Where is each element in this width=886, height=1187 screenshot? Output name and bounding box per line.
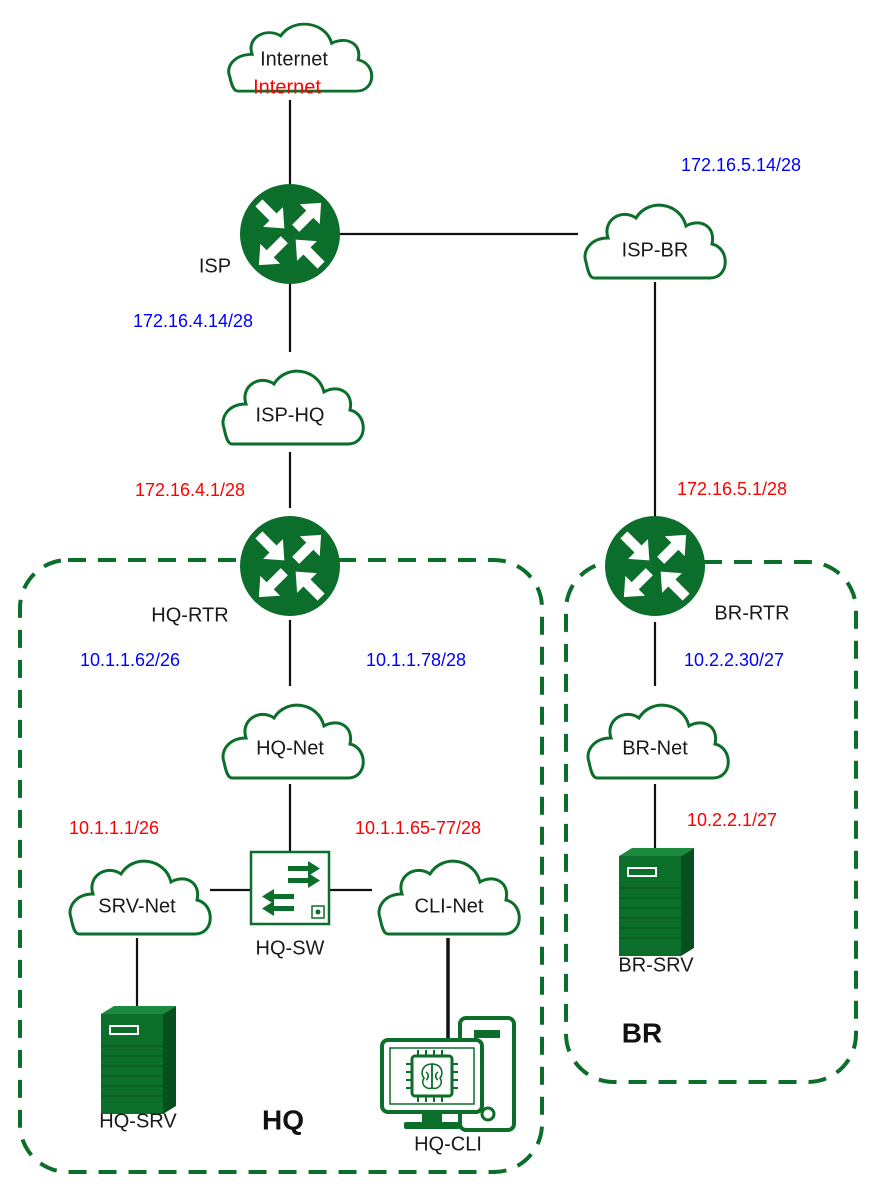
router-icon <box>605 516 705 616</box>
node-label-br-net: BR-Net <box>622 737 688 759</box>
node-label-internet: Internet <box>260 48 328 70</box>
ip-label-cli-net: 10.1.1.65-77/28 <box>355 818 481 838</box>
router-icon <box>240 184 340 284</box>
workstation-icon <box>380 1016 516 1132</box>
node-label-hq-cli: HQ-CLI <box>414 1133 482 1155</box>
br-zone-boundary <box>564 560 858 1084</box>
node-label-hq-sw: HQ-SW <box>256 937 325 959</box>
node-label-br-srv: BR-SRV <box>618 954 694 976</box>
ip-label-isp-br: 172.16.5.14/28 <box>681 155 801 175</box>
node-label-cli-net: CLI-Net <box>415 895 484 917</box>
server-icon <box>618 847 695 957</box>
node-label-hq-srv: HQ-SRV <box>99 1110 177 1132</box>
ip-label-srv-net: 10.1.1.1/26 <box>69 818 159 838</box>
node-label-hq-rtr: HQ-RTR <box>151 604 228 626</box>
zone-label-hq: HQ <box>262 1104 304 1135</box>
ip-label-hq-cli-gw: 10.1.1.78/28 <box>366 650 466 670</box>
ip-label-hq-srv-gw: 10.1.1.62/26 <box>80 650 180 670</box>
zone-label-br: BR <box>622 1017 662 1048</box>
ip-label-br-gw: 10.2.2.30/27 <box>684 650 784 670</box>
node-label-isp: ISP <box>199 255 231 277</box>
node-label-hq-net: HQ-Net <box>256 737 324 759</box>
node-sublabel-internet: Internet <box>253 76 321 98</box>
ip-label-br-rtr-wan: 172.16.5.1/28 <box>677 479 787 499</box>
switch-icon <box>249 850 331 926</box>
links <box>135 100 657 1040</box>
node-label-srv-net: SRV-Net <box>98 895 176 917</box>
router-icon <box>240 516 340 616</box>
node-label-isp-hq: ISP-HQ <box>256 404 325 426</box>
server-icon <box>100 1005 177 1115</box>
node-label-isp-br: ISP-BR <box>622 239 689 261</box>
ip-label-isp-hq: 172.16.4.14/28 <box>133 311 253 331</box>
ip-label-br-srv: 10.2.2.1/27 <box>687 810 777 830</box>
node-label-br-rtr: BR-RTR <box>714 602 789 624</box>
ip-label-hq-rtr-wan: 172.16.4.1/28 <box>135 480 245 500</box>
